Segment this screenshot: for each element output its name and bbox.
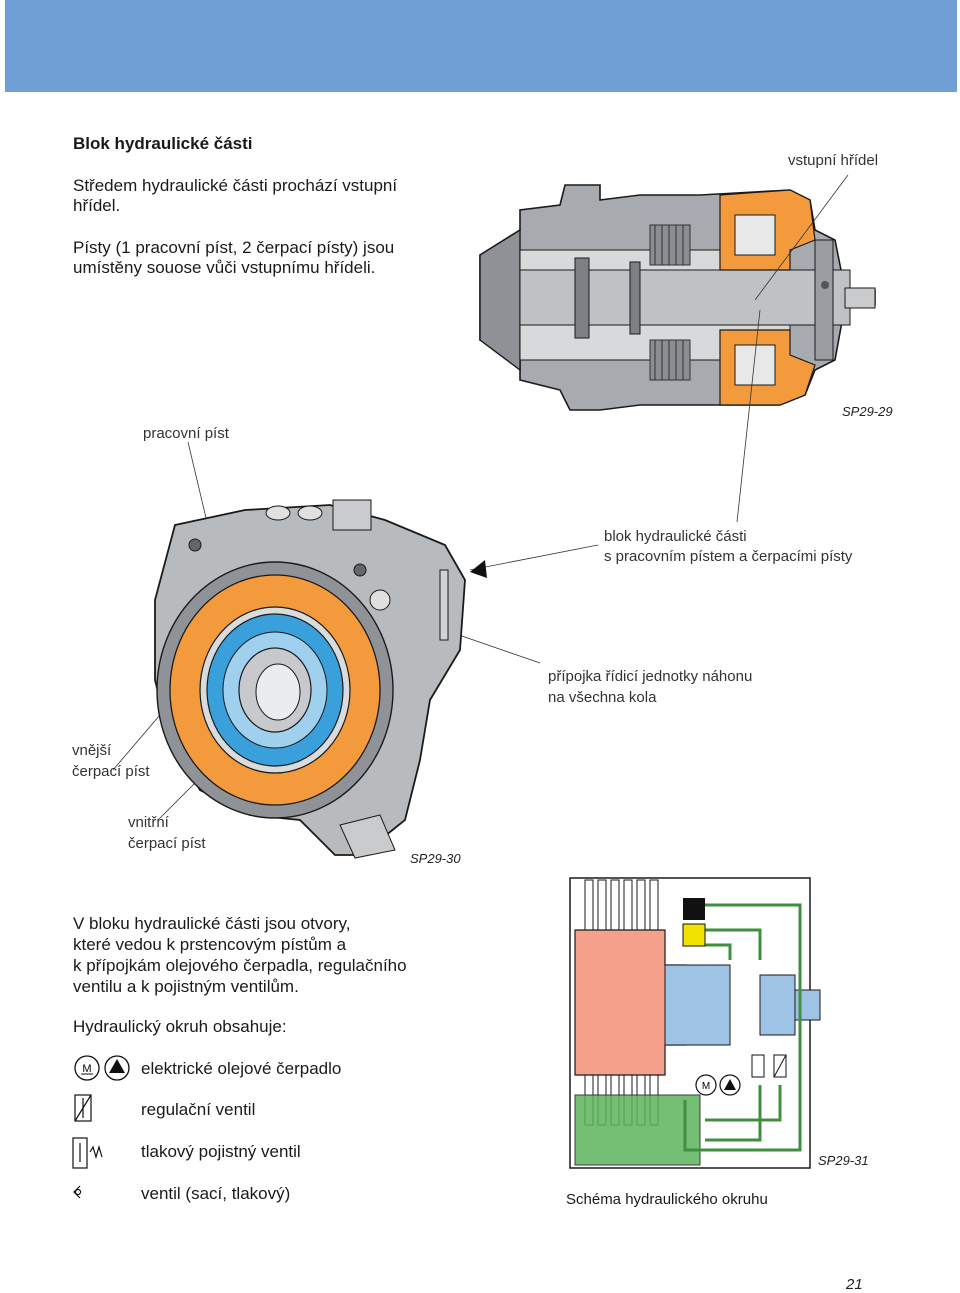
pressure-relief-valve-icon bbox=[72, 1137, 103, 1169]
legend-motor-symbol: M bbox=[82, 1063, 91, 1075]
check-valve-icon bbox=[73, 1185, 82, 1199]
legend-text: ventil (sací, tlakový) bbox=[141, 1184, 291, 1203]
paragraph-line: Písty (1 pracovní píst, 2 čerpací písty)… bbox=[73, 238, 395, 257]
label-block-line: s pracovním pístem a čerpacími písty bbox=[604, 548, 853, 565]
legend-text: elektrické olejové čerpadlo bbox=[141, 1059, 342, 1078]
figure-caption: Schéma hydraulického okruhu bbox=[566, 1191, 768, 1208]
label-inner-piston: čerpací píst bbox=[128, 835, 206, 852]
legend-text: tlakový pojistný ventil bbox=[141, 1142, 301, 1161]
control-valve-icon bbox=[74, 1094, 92, 1122]
paragraph-line: umístěny souose vůči vstupnímu hřídeli. bbox=[73, 258, 376, 277]
label-connection-line: na všechna kola bbox=[548, 689, 657, 706]
hydraulic-circuit-schematic bbox=[569, 877, 821, 1169]
section-heading: Blok hydraulické části bbox=[73, 134, 253, 153]
figure-code: SP29-31 bbox=[818, 1153, 869, 1168]
figure-code: SP29-30 bbox=[410, 851, 461, 866]
paragraph-line: které vedou k prstencovým pístům a bbox=[73, 935, 347, 954]
label-input-shaft: vstupní hřídel bbox=[788, 152, 879, 169]
paragraph-line: ventilu a k pojistným ventilům. bbox=[73, 977, 299, 996]
motor-pump-icon bbox=[74, 1055, 130, 1081]
header-band bbox=[5, 0, 957, 92]
hydraulic-block-illustration bbox=[154, 499, 466, 859]
label-outer-piston: vnější bbox=[72, 742, 112, 759]
legend-heading: Hydraulický okruh obsahuje: bbox=[73, 1017, 287, 1036]
label-block-line: blok hydraulické části bbox=[604, 528, 747, 545]
arrow-head bbox=[470, 560, 487, 578]
paragraph-line: k přípojkám olejového čerpadla, regulačn… bbox=[73, 956, 407, 975]
legend-text: regulační ventil bbox=[141, 1100, 256, 1119]
label-connection-line: přípojka řídicí jednotky náhonu bbox=[548, 668, 753, 685]
paragraph-line: V bloku hydraulické části jsou otvory, bbox=[73, 914, 351, 933]
page-number: 21 bbox=[846, 1276, 863, 1293]
schematic-motor-symbol: M bbox=[702, 1081, 710, 1092]
label-outer-piston: čerpací píst bbox=[72, 763, 150, 780]
paragraph-line: Středem hydraulické části prochází vstup… bbox=[73, 176, 398, 195]
label-working-piston: pracovní píst bbox=[143, 425, 229, 442]
pump-cross-section-illustration bbox=[479, 184, 876, 411]
figure-code: SP29-29 bbox=[842, 404, 893, 419]
paragraph-line: hřídel. bbox=[73, 196, 121, 215]
label-inner-piston: vnitřní bbox=[128, 814, 169, 831]
